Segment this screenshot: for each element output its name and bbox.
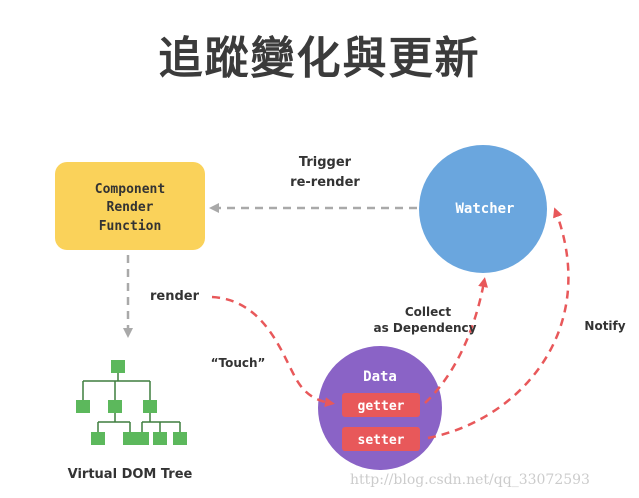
- component-box-line2: Render: [107, 200, 154, 215]
- page-title: 追蹤變化與更新: [158, 33, 481, 84]
- watcher-label: Watcher: [455, 201, 514, 217]
- component-box-line1: Component: [95, 182, 165, 197]
- collect-label-line1: Collect: [405, 305, 452, 319]
- setter-pill: [342, 427, 420, 451]
- virtual-dom-tree-label: Virtual DOM Tree: [68, 467, 193, 482]
- component-box-line3: Function: [99, 219, 162, 234]
- data-label: Data: [363, 369, 397, 385]
- setter-label: setter: [358, 433, 405, 448]
- data-node: Data getter setter: [318, 346, 442, 470]
- watermark-text: http://blog.csdn.net/qq_33072593: [350, 472, 590, 488]
- component-render-function-box: Component Render Function: [55, 162, 205, 250]
- virtual-dom-nodes: [76, 360, 187, 445]
- touch-label: “Touch”: [211, 356, 266, 370]
- getter-label: getter: [358, 399, 405, 414]
- notify-arrow: [427, 207, 570, 440]
- notify-label: Notify: [584, 319, 625, 333]
- trigger-label-line1: Trigger: [299, 155, 352, 170]
- watcher-node: Watcher: [419, 145, 547, 273]
- touch-arrow: [211, 295, 335, 408]
- render-label: render: [150, 289, 200, 304]
- getter-pill: [342, 393, 420, 417]
- collect-label-line2: as Dependency: [374, 321, 477, 335]
- trigger-label-line2: re-render: [290, 175, 360, 190]
- virtual-dom-tree-icon: [82, 372, 181, 432]
